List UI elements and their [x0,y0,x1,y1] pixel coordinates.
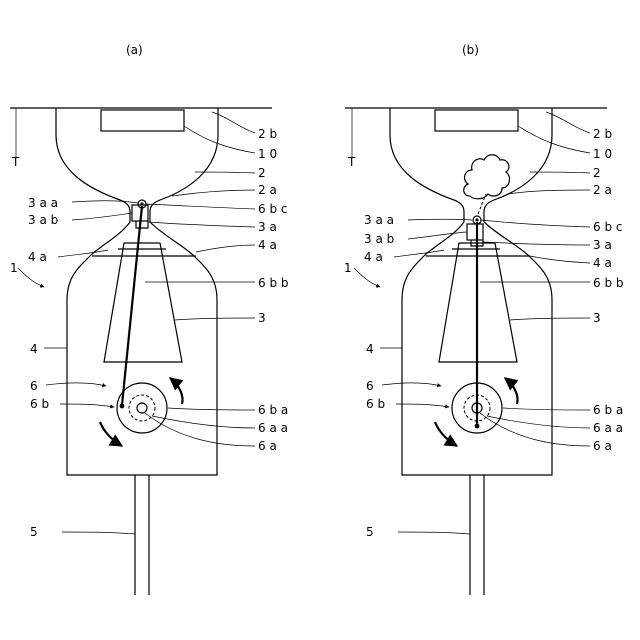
label-2b: 2 b [593,127,612,141]
container-3 [104,243,182,362]
label-2: 2 [258,166,266,180]
label-3: 3 [593,311,601,325]
leader-6b [396,404,449,407]
panel-caption: (b) [462,43,479,57]
leader-2a [507,190,590,194]
leader-5 [62,532,135,534]
label-4a-left: 4 a [364,250,383,264]
rotation-arrow-bottom [100,422,122,446]
leader-6bc [146,204,255,209]
label-2a: 2 a [593,183,612,197]
wire-6bb [122,206,142,405]
label-6ba: 6 b a [258,403,288,417]
cap-3ab [467,224,483,240]
leader-2a [172,190,255,196]
leader-6aa [152,416,255,428]
leader-3aa [408,219,472,220]
pulley-center-6a [137,403,147,413]
label-6b: 6 b [366,397,385,411]
leader-6ba [168,408,255,410]
label-4: 4 [366,342,374,356]
label-3a: 3 a [258,220,277,234]
label-6ba: 6 b a [593,403,623,417]
label-3aa: 3 a a [364,213,394,227]
label-3: 3 [258,311,266,325]
label-6aa: 6 a a [258,421,288,435]
label-6a: 6 a [593,439,612,453]
leader-4a-right [196,245,255,252]
leader-10 [518,126,590,153]
leader-4a-right [530,256,590,263]
label-3ab: 3 a b [364,232,394,246]
leader-1 [18,268,44,287]
neck-3a [136,221,148,228]
label-3ab: 3 a b [28,213,58,227]
label-1: 1 [344,261,352,275]
label-2: 2 [593,166,601,180]
rotation-arrow-top [170,378,183,404]
leader-3a [148,222,255,227]
leader-6 [46,383,106,386]
leader-2 [530,172,590,173]
gas-cartridge-10 [101,110,184,131]
rotation-arrow-top [505,378,518,404]
label-4a-right: 4 a [593,256,612,270]
label-4a-left: 4 a [28,250,47,264]
leader-6b [60,404,114,407]
leader-3a [483,242,590,245]
label-6b: 6 b [30,397,49,411]
wire-end [120,404,125,409]
label-3a: 3 a [593,238,612,252]
label-6bc: 6 b c [258,202,287,216]
bag-2 [390,108,552,222]
wire-end [475,424,480,429]
label-4: 4 [30,342,38,356]
leader-10 [184,126,255,153]
label-1: 1 [10,261,18,275]
ring-center [140,202,143,205]
leader-6bc [481,220,590,227]
leader-1 [354,268,380,287]
housing-4 [67,222,217,475]
label-2a: 2 a [258,183,277,197]
leader-3 [175,318,255,320]
panel-a: (a) T [10,43,289,595]
leader-3 [510,318,590,320]
label-6aa: 6 a a [593,421,623,435]
leader-6 [382,383,441,386]
leader-3ab [72,213,132,220]
rotation-arrow-bottom [435,422,457,446]
label-3aa: 3 a a [28,196,58,210]
leader-3ab [408,232,467,239]
ring-center [475,218,478,221]
panel-caption: (a) [126,43,143,57]
label-5: 5 [366,525,374,539]
label-6bc: 6 b c [593,220,622,234]
label-2b: 2 b [258,127,277,141]
label-6: 6 [366,379,374,393]
ceiling-symbol: T [11,155,20,169]
leader-5 [398,532,470,534]
label-5: 5 [30,525,38,539]
label-6a: 6 a [258,439,277,453]
ceiling-symbol: T [347,155,356,169]
panel-b: (b) T [344,43,624,595]
leader-6aa [487,416,590,428]
label-4a-right: 4 a [258,238,277,252]
label-6bb: 6 b b [593,276,624,290]
gas-cartridge-10 [435,110,518,131]
label-10: 1 0 [258,147,277,161]
leader-3aa [72,201,138,203]
leader-6ba [503,408,590,410]
label-10: 1 0 [593,147,612,161]
label-6bb: 6 b b [258,276,289,290]
label-6: 6 [30,379,38,393]
gas-cloud-icon [464,155,510,199]
